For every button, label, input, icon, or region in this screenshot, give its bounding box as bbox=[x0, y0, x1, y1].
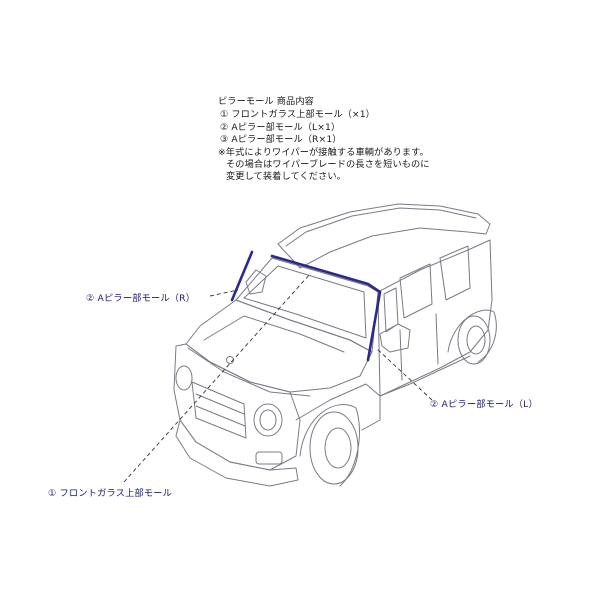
a-pillar-molding-right bbox=[230, 250, 254, 302]
side-window-rear bbox=[439, 245, 471, 301]
mirror-right bbox=[245, 269, 267, 295]
hood-emblem bbox=[226, 356, 234, 364]
front-wheel-arch bbox=[299, 404, 360, 487]
grille-bar-2 bbox=[195, 405, 246, 427]
headlight-left-inner bbox=[259, 409, 277, 431]
molding-parts bbox=[230, 250, 382, 362]
windshield-outline bbox=[235, 257, 379, 353]
notes-item-2: ② Aピラー部モール（L×1） bbox=[220, 121, 341, 133]
callout-pillar-left: ② Aピラー部モール（L） bbox=[430, 399, 538, 410]
leader-pillar-right bbox=[209, 289, 239, 297]
notes-title: ピラーモール 商品内容 bbox=[218, 96, 314, 107]
a-pillar-molding-left bbox=[366, 290, 382, 362]
side-window-mid bbox=[399, 263, 433, 319]
front-fascia bbox=[173, 343, 301, 471]
rear-wheel-arch bbox=[447, 309, 497, 363]
door-line bbox=[399, 329, 403, 381]
rear-wheel bbox=[457, 315, 491, 365]
door-line-2 bbox=[435, 313, 439, 365]
mirror-left bbox=[379, 323, 411, 353]
grille bbox=[191, 381, 247, 439]
product-contents-notes: ピラーモール 商品内容 ① フロントガラス上部モール（×1） ② Aピラー部モー… bbox=[218, 96, 518, 184]
callout-pillar-right: ② Aピラー部モール（R） bbox=[86, 293, 196, 304]
roof-outline bbox=[277, 203, 491, 269]
notes-item-3: ③ Aピラー部モール（R×1） bbox=[220, 134, 342, 146]
front-fender bbox=[295, 383, 381, 431]
grille-bar-1 bbox=[195, 393, 245, 415]
rear-wheel-hub bbox=[466, 325, 486, 355]
front-bumper bbox=[175, 419, 299, 487]
callout-windshield-top: ① フロントガラス上部モール bbox=[48, 488, 173, 499]
roof-rail bbox=[285, 207, 477, 247]
leader-windshield-top bbox=[123, 273, 311, 483]
side-sill bbox=[379, 355, 471, 397]
headlight-left bbox=[253, 403, 283, 437]
vehicle-outline bbox=[173, 203, 497, 487]
hood-crease bbox=[203, 315, 345, 353]
side-body-outline bbox=[377, 239, 493, 397]
leader-lines bbox=[123, 273, 433, 483]
windshield-top-molding bbox=[270, 254, 382, 294]
hood-edge bbox=[187, 347, 311, 397]
notes-caution-2: その場合はワイパーブレードの長さを短いものに bbox=[226, 159, 430, 171]
notes-caution-1: ※年式によりワイパーが接触する車輌があります。 bbox=[218, 146, 429, 158]
notes-item-1: ① フロントガラス上部モール（×1） bbox=[220, 109, 375, 121]
leader-pillar-left bbox=[375, 347, 433, 401]
headlight-right bbox=[175, 365, 193, 391]
front-wheel-hub bbox=[324, 427, 352, 469]
fog-lamp bbox=[255, 451, 283, 465]
notes-caution-3: 変更して装着してください。 bbox=[226, 171, 346, 183]
front-wheel bbox=[309, 411, 359, 485]
hood-outline bbox=[185, 299, 373, 393]
